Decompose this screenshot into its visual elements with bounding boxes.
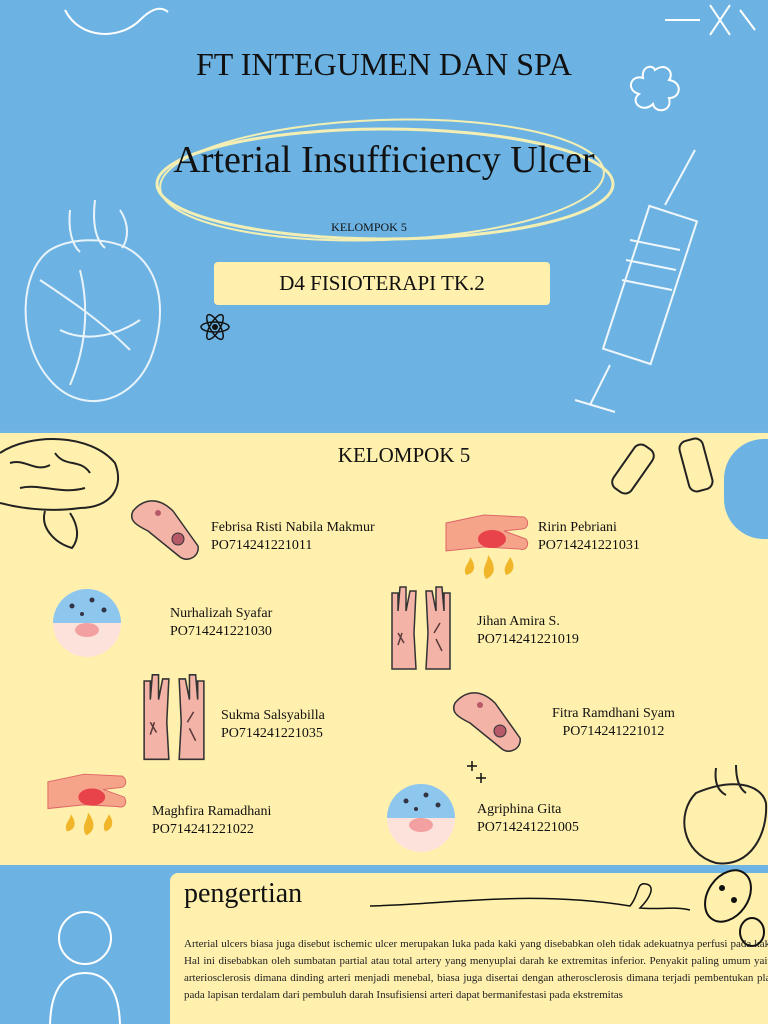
brain-sketch-icon (0, 438, 120, 550)
member-id: PO714241221022 (152, 822, 254, 837)
member-id: PO714241221012 (562, 724, 665, 739)
member-name: Sukma Salsyabilla (221, 708, 325, 723)
member-id: PO714241221019 (477, 632, 579, 647)
cover-subtitle: Arterial Insufficiency Ulcer (173, 139, 595, 181)
member-id: PO714241221005 (477, 820, 579, 835)
burned-hand-icon (47, 773, 127, 836)
member-card: Sukma Salsyabilla PO714241221035 (221, 707, 325, 743)
member-id: PO714241221030 (170, 624, 272, 639)
member-name: Jihan Amira S. (477, 614, 560, 629)
swirl-doodle-icon (64, 7, 169, 35)
member-name: Agriphina Gita (477, 802, 562, 817)
bacteria-sketch-icon (704, 869, 765, 947)
member-card: Agriphina Gita PO714241221005 (477, 801, 579, 837)
members-slide: KELOMPOK 5 Febrisa Risti Nabila Makmur P… (0, 433, 768, 865)
definition-slide: pengertian Arterial ulcers biasa juga di… (0, 868, 768, 1024)
test-tubes-sketch-icon (611, 437, 714, 495)
member-card: Jihan Amira S. PO714241221019 (477, 613, 579, 649)
hand-ulcer-icon (131, 500, 199, 560)
member-card: Maghfira Ramadhani PO714241221022 (152, 803, 271, 839)
syringe-sketch-icon (574, 149, 699, 413)
member-card: Fitra Ramdhani Syam PO714241221012 (552, 705, 675, 741)
flower-doodle-icon (629, 65, 680, 112)
blue-pill-shape (724, 439, 768, 539)
definition-card (170, 873, 768, 1024)
skin-bacteria-icon (53, 589, 121, 657)
program-badge: D4 FISIOTERAPI TK.2 (214, 262, 550, 305)
member-name: Nurhalizah Syafar (170, 606, 273, 621)
hand-ulcer-icon (453, 692, 521, 752)
highlight-ellipse (155, 118, 615, 242)
burned-hand-icon (445, 514, 529, 579)
skin-bacteria-icon (387, 784, 455, 852)
member-card: Nurhalizah Syafar PO714241221030 (170, 605, 272, 641)
member-card: Febrisa Risti Nabila Makmur PO7142412210… (211, 519, 375, 555)
cover-group-label: KELOMPOK 5 (331, 220, 407, 234)
cover-title: FT INTEGUMEN DAN SPA (195, 46, 573, 82)
member-id: PO714241221011 (211, 538, 313, 553)
hands-scars-icon (391, 586, 451, 670)
member-name: Febrisa Risti Nabila Makmur (211, 520, 375, 535)
definition-heading: pengertian (184, 878, 303, 909)
heart-sketch-icon (683, 764, 768, 865)
member-id: PO714241221035 (221, 726, 323, 741)
doctor-sketch-icon (49, 911, 121, 1024)
atom-icon (200, 313, 230, 341)
members-heading: KELOMPOK 5 (337, 443, 471, 467)
member-id: PO714241221031 (538, 538, 640, 553)
sparkle-icon (467, 761, 486, 783)
hands-scars-icon (143, 674, 205, 761)
star-doodle-icon (665, 4, 756, 36)
member-name: Fitra Ramdhani Syam (552, 706, 675, 721)
definition-paragraph: Arterial ulcers biasa juga disebut ische… (184, 938, 768, 1001)
member-name: Maghfira Ramadhani (152, 804, 272, 819)
cover-slide: FT INTEGUMEN DAN SPA Arterial Insufficie… (0, 0, 768, 430)
member-name: Ririn Pebriani (538, 520, 617, 535)
heart-sketch-icon (24, 199, 161, 402)
heart-line-doodle (369, 883, 691, 911)
member-card: Ririn Pebriani PO714241221031 (538, 519, 640, 555)
